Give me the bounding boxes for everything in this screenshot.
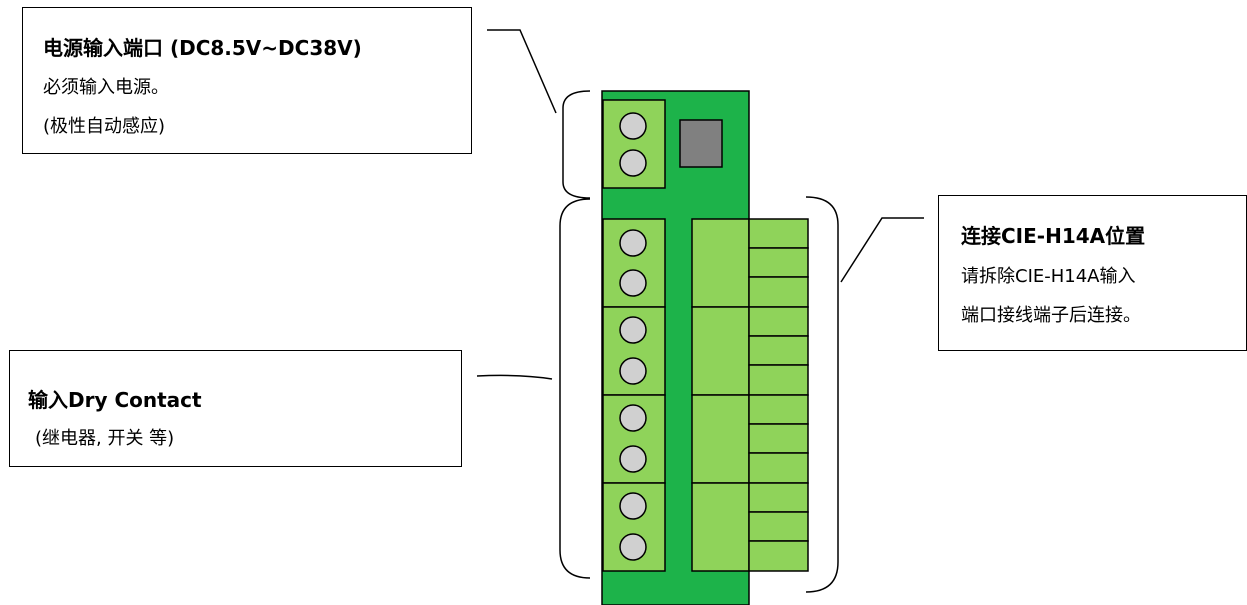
power-input-note-required: 必须输入电源。: [43, 77, 169, 98]
input-screw-3: [619, 316, 647, 344]
connector-bracket: [805, 196, 839, 593]
power-bracket: [562, 90, 591, 199]
connector-pin: [748, 423, 809, 454]
power-input-title: 电源输入端口 (DC8.5V~DC38V): [43, 36, 362, 60]
input-screw-2: [619, 269, 647, 297]
power-screw-2: [619, 149, 647, 177]
input-bracket: [559, 198, 591, 579]
connector-pin: [748, 482, 809, 513]
cie-connection-note-2: 端口接线端子后连接。: [961, 305, 1141, 326]
connector-housing-1: [691, 218, 750, 308]
input-screw-8: [619, 533, 647, 561]
power-leader-line: [487, 29, 557, 114]
input-screw-4: [619, 357, 647, 385]
connector-pin: [748, 247, 809, 278]
input-screw-6: [619, 445, 647, 473]
input-screw-5: [619, 404, 647, 432]
cie-connection-callout: 连接CIE-H14A位置 请拆除CIE-H14A输入 端口接线端子后连接。: [938, 195, 1247, 351]
dry-contact-callout: 输入Dry Contact (继电器, 开关 等): [9, 350, 462, 467]
connector-pin: [748, 364, 809, 396]
cie-connection-title: 连接CIE-H14A位置: [961, 224, 1146, 248]
input-leader-line: [476, 374, 553, 380]
power-screw-1: [619, 112, 647, 140]
connector-pin: [748, 540, 809, 572]
connector-housing-4: [691, 482, 750, 572]
cie-connection-note-1: 请拆除CIE-H14A输入: [961, 266, 1136, 287]
connector-pin: [748, 452, 809, 484]
input-screw-7: [619, 492, 647, 520]
chip: [679, 119, 723, 168]
connector-pin: [748, 335, 809, 366]
connector-pin: [748, 218, 809, 249]
connector-pin: [748, 511, 809, 542]
connector-pin: [748, 276, 809, 308]
cie-leader-line: [840, 217, 924, 283]
input-screw-1: [619, 229, 647, 257]
power-input-callout: 电源输入端口 (DC8.5V~DC38V) 必须输入电源。 (极性自动感应): [22, 7, 472, 154]
connector-pin: [748, 306, 809, 337]
dry-contact-title: 输入Dry Contact: [28, 388, 202, 412]
connector-pins: [748, 218, 809, 572]
connector-housing-2: [691, 306, 750, 396]
dry-contact-note: (继电器, 开关 等): [35, 428, 175, 449]
power-input-note-polarity: (极性自动感应): [43, 116, 166, 137]
connector-pin: [748, 394, 809, 425]
connector-housing-3: [691, 394, 750, 484]
